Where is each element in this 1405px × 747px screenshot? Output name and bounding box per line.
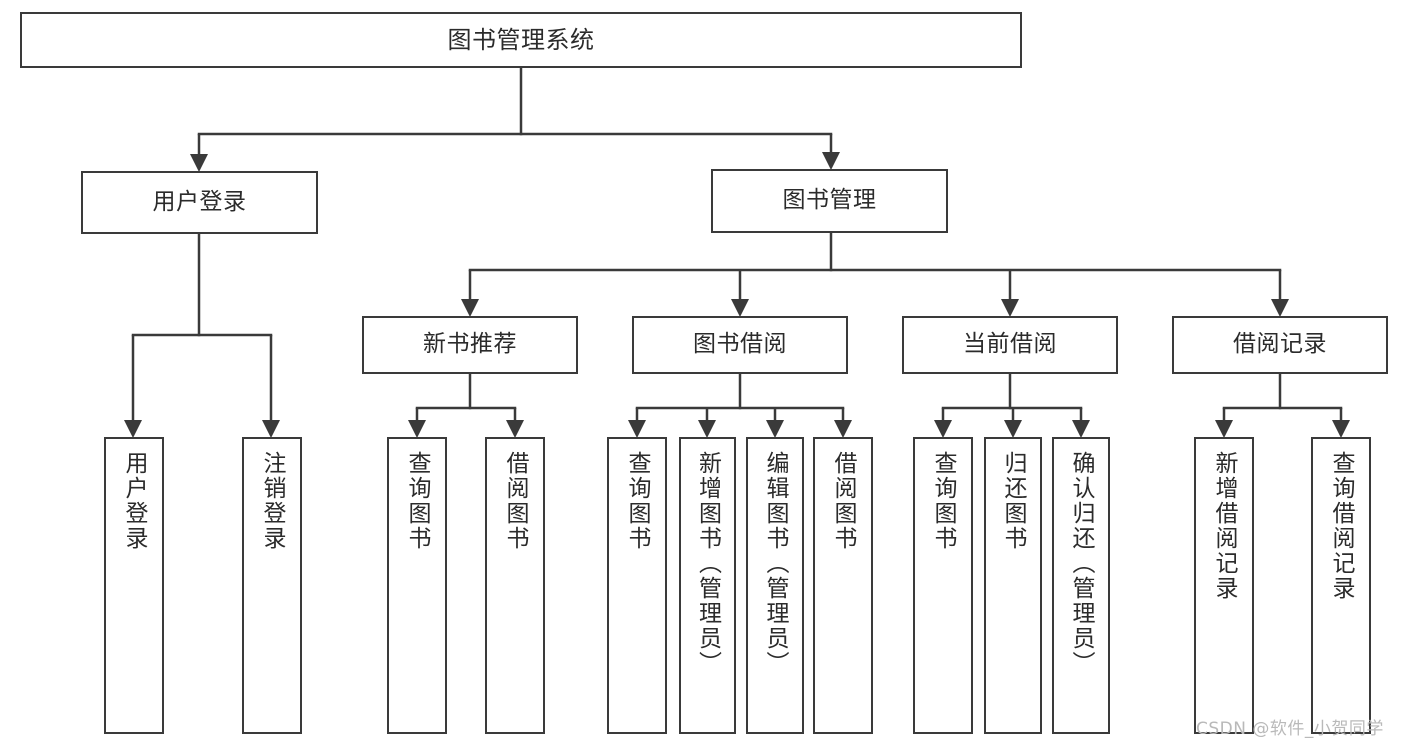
- node-leaf-return-book[interactable]: 归还图书: [984, 437, 1042, 734]
- node-current-borrow[interactable]: 当前借阅: [902, 316, 1118, 374]
- node-leaf-return-book-label: 归还图书: [1000, 451, 1027, 551]
- node-user-login[interactable]: 用户登录: [81, 171, 318, 234]
- node-leaf-borrow-book-2-label: 借阅图书: [830, 451, 857, 551]
- node-leaf-borrow-book-1[interactable]: 借阅图书: [485, 437, 545, 734]
- node-new-book-recommend-label: 新书推荐: [423, 331, 517, 358]
- node-current-borrow-label: 当前借阅: [963, 331, 1057, 358]
- node-leaf-add-record[interactable]: 新增借阅记录: [1194, 437, 1254, 734]
- node-leaf-query-book-2-label: 查询图书: [624, 451, 651, 551]
- node-leaf-add-book-label: 新增图书（管理员）: [694, 451, 721, 676]
- node-root[interactable]: 图书管理系统: [20, 12, 1022, 68]
- node-leaf-query-book-1[interactable]: 查询图书: [387, 437, 447, 734]
- node-leaf-query-book-1-label: 查询图书: [404, 451, 431, 551]
- node-leaf-confirm-return-label: 确认归还（管理员）: [1068, 451, 1095, 676]
- node-book-manage[interactable]: 图书管理: [711, 169, 948, 233]
- node-leaf-query-record[interactable]: 查询借阅记录: [1311, 437, 1371, 734]
- connector-arrows: [124, 134, 1350, 438]
- node-leaf-edit-book[interactable]: 编辑图书（管理员）: [746, 437, 804, 734]
- node-leaf-add-record-label: 新增借阅记录: [1211, 451, 1238, 601]
- watermark: CSDN @软件_小贺同学: [1196, 719, 1384, 739]
- node-leaf-query-book-3-label: 查询图书: [930, 451, 957, 551]
- node-book-borrow[interactable]: 图书借阅: [632, 316, 848, 374]
- node-leaf-user-login-label: 用户登录: [121, 451, 148, 551]
- node-leaf-add-book[interactable]: 新增图书（管理员）: [679, 437, 736, 734]
- node-leaf-borrow-book-2[interactable]: 借阅图书: [813, 437, 873, 734]
- node-leaf-user-logout-label: 注销登录: [259, 451, 286, 551]
- node-root-label: 图书管理系统: [447, 25, 595, 54]
- node-leaf-borrow-book-1-label: 借阅图书: [502, 451, 529, 551]
- node-leaf-confirm-return[interactable]: 确认归还（管理员）: [1052, 437, 1110, 734]
- node-leaf-user-login[interactable]: 用户登录: [104, 437, 164, 734]
- node-leaf-edit-book-label: 编辑图书（管理员）: [762, 451, 789, 676]
- node-user-login-label: 用户登录: [152, 188, 247, 215]
- connector-lines: [131, 66, 1343, 410]
- node-leaf-query-book-3[interactable]: 查询图书: [913, 437, 973, 734]
- node-leaf-query-record-label: 查询借阅记录: [1328, 451, 1355, 601]
- node-leaf-user-logout[interactable]: 注销登录: [242, 437, 302, 734]
- node-new-book-recommend[interactable]: 新书推荐: [362, 316, 578, 374]
- node-leaf-query-book-2[interactable]: 查询图书: [607, 437, 667, 734]
- node-borrow-record[interactable]: 借阅记录: [1172, 316, 1388, 374]
- node-book-manage-label: 图书管理: [782, 187, 877, 214]
- node-book-borrow-label: 图书借阅: [693, 331, 787, 358]
- node-borrow-record-label: 借阅记录: [1233, 331, 1327, 358]
